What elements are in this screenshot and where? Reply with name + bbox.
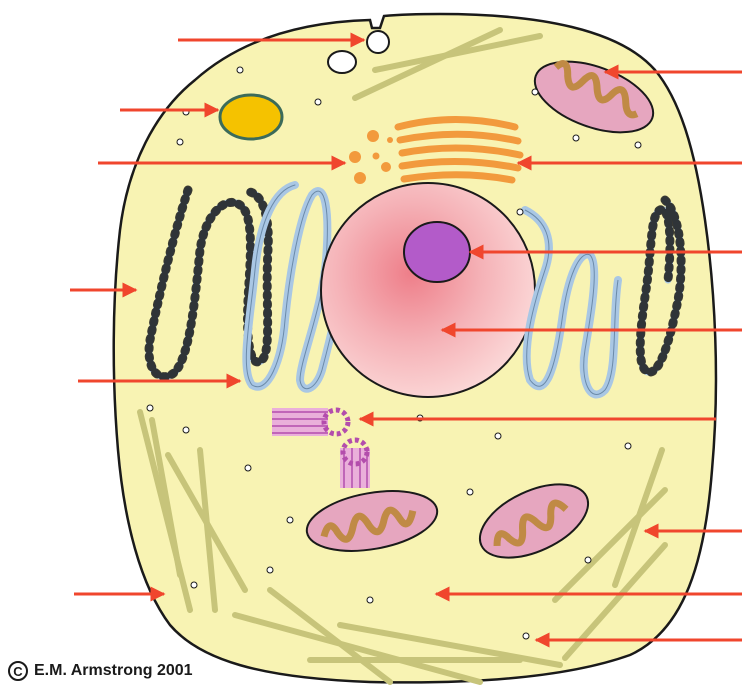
copyright-icon: C [8,661,28,681]
nucleolus [404,222,470,282]
credit-line: C E.M. Armstrong 2001 [8,661,193,681]
nucleus [321,183,535,397]
vacuole [220,95,282,139]
credit-text: E.M. Armstrong 2001 [34,662,193,680]
